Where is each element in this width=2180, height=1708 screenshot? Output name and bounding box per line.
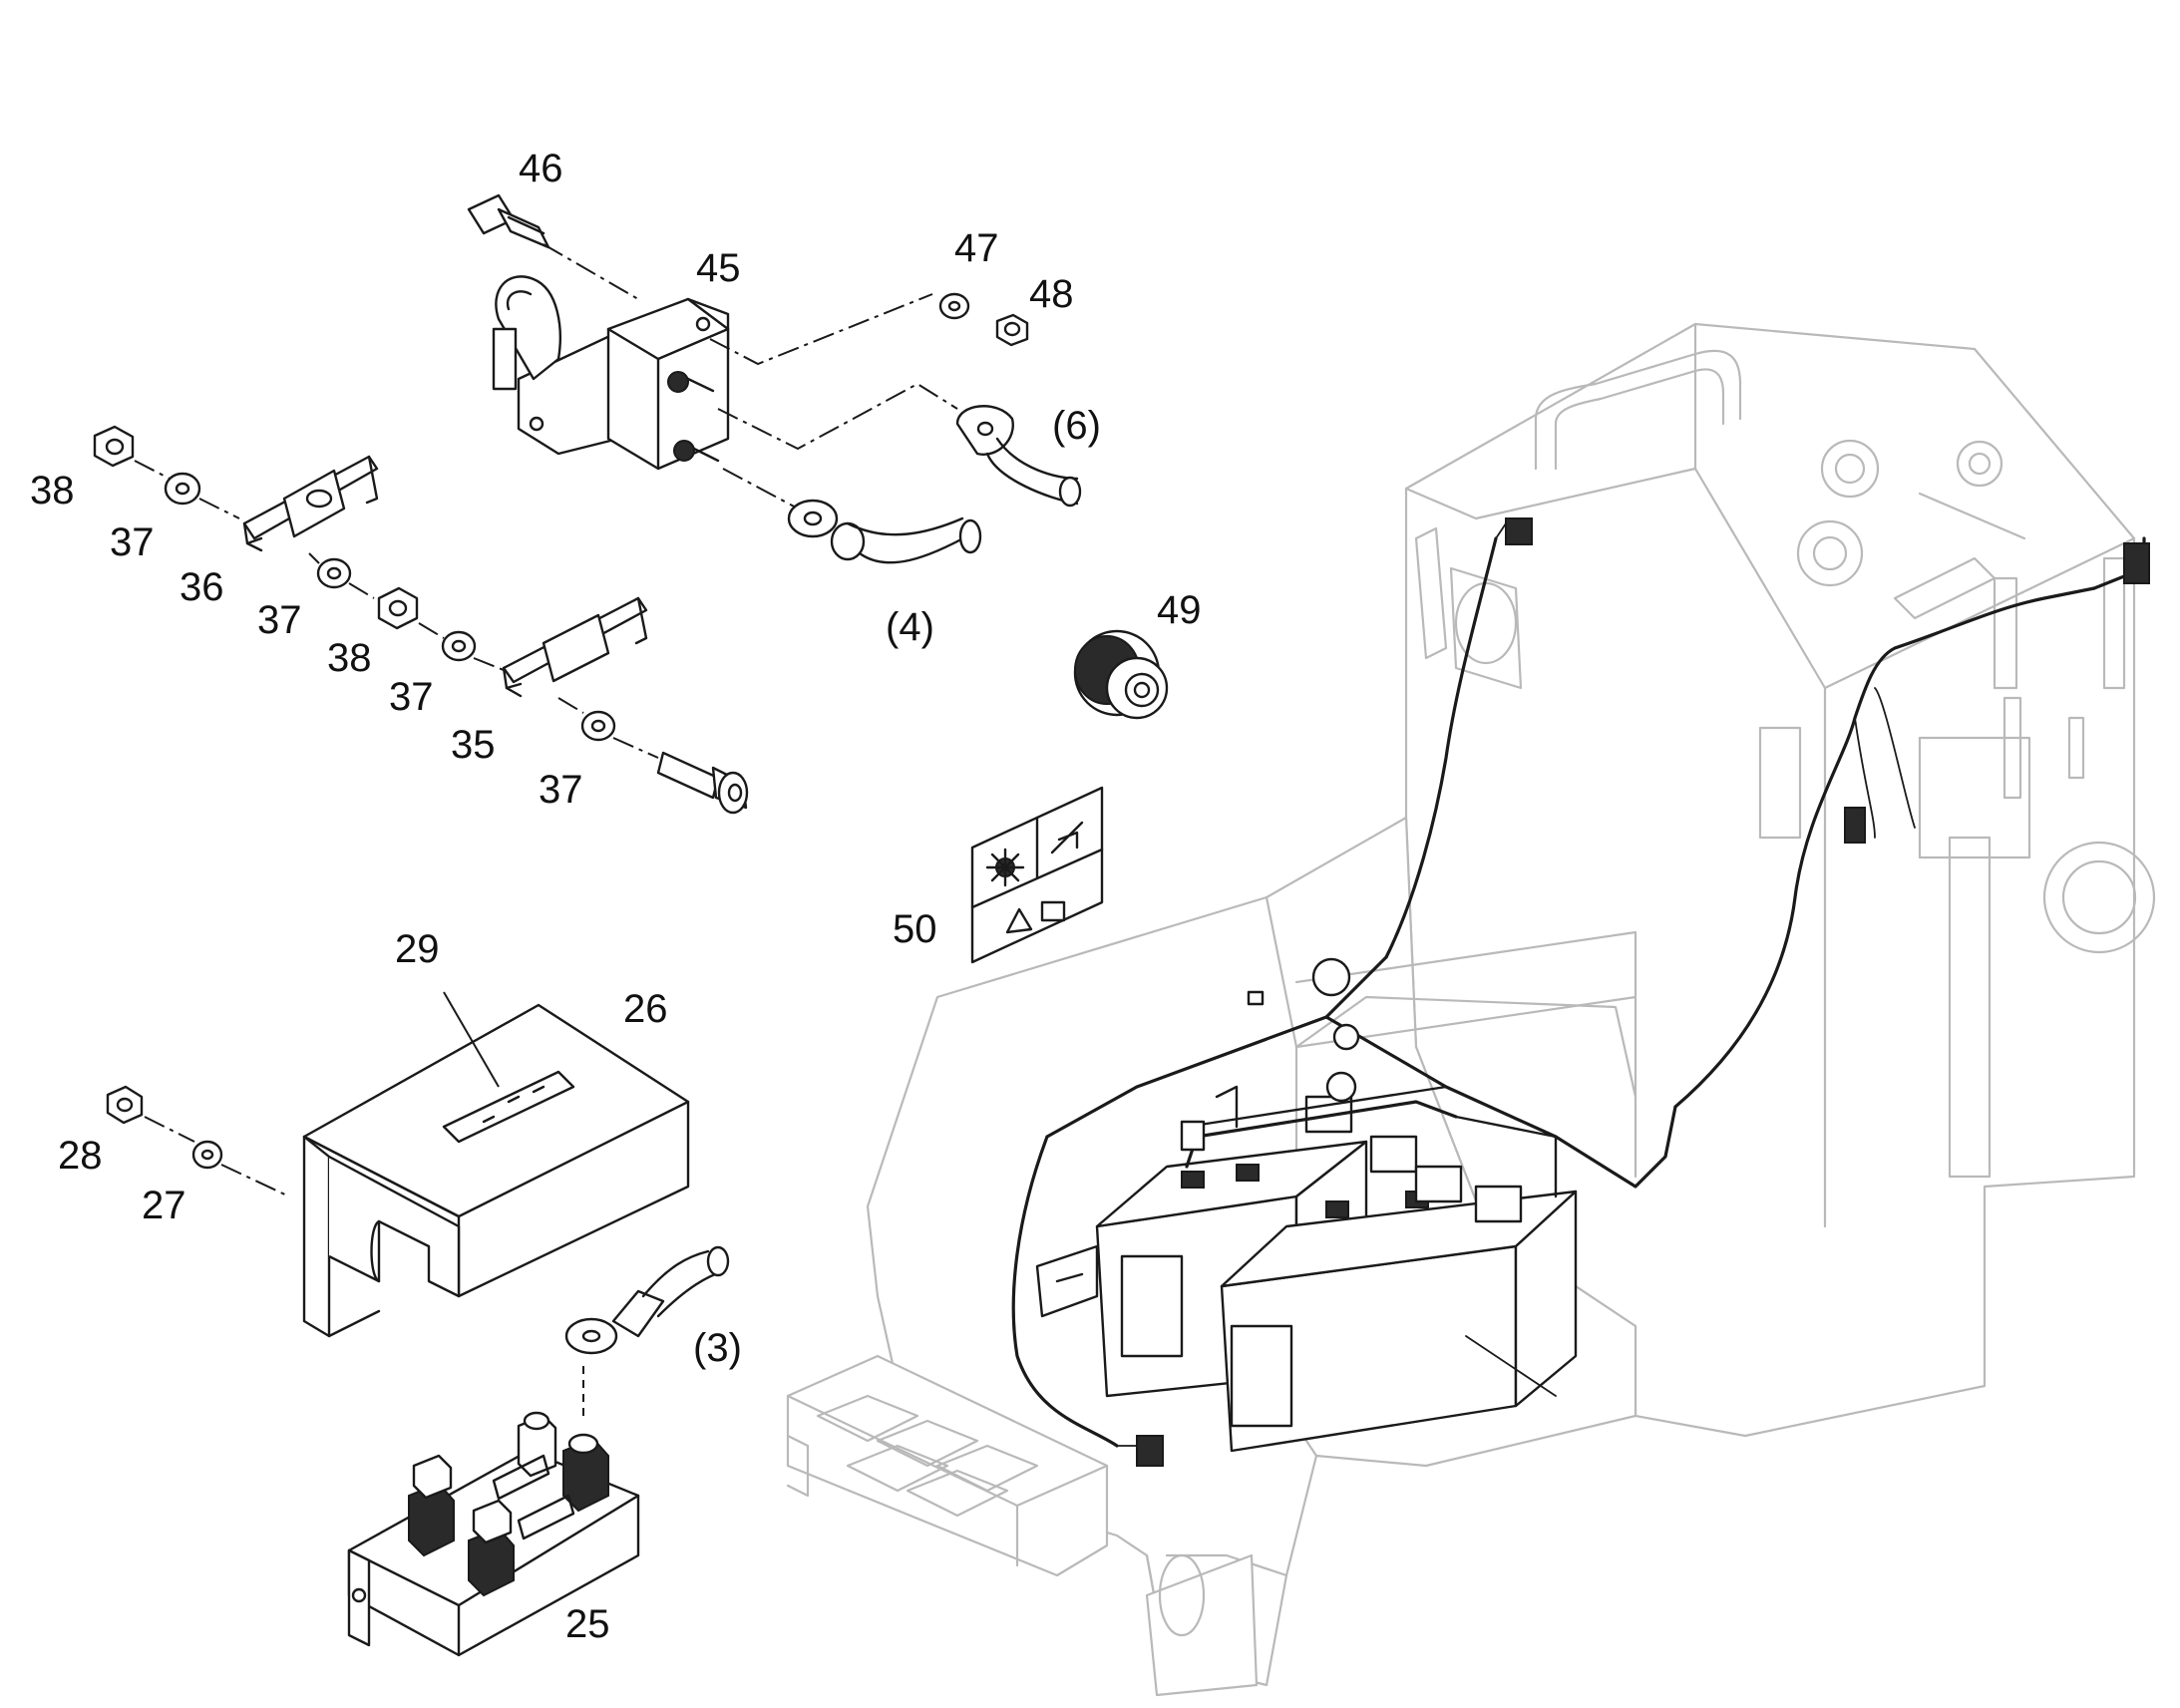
callout-50: 50 (893, 907, 937, 951)
nut-48-icon (995, 313, 1029, 347)
callout-3: (3) (693, 1326, 742, 1370)
callout-26: 26 (623, 987, 668, 1031)
fuse-36-icon (242, 455, 379, 552)
callout-37-mid: 37 (257, 598, 302, 642)
callout-47: 47 (954, 226, 999, 270)
callout-45: 45 (696, 246, 741, 290)
wiring-harness (1011, 517, 2150, 1467)
washer-37-bottom-icon (580, 710, 616, 742)
cable-3-icon (564, 1245, 730, 1355)
terminal-stud-icon (468, 1499, 515, 1597)
cable-6-icon (955, 405, 1082, 508)
cap-screw-icon (656, 751, 749, 815)
terminal-stud-icon (562, 1433, 609, 1513)
callout-38-lower: 38 (327, 636, 372, 680)
washer-37-upper-icon (164, 472, 201, 506)
callout-35: 35 (451, 723, 496, 767)
washer-27-icon (191, 1140, 223, 1170)
machine-frame-ghost (786, 322, 2156, 1697)
callout-6: (6) (1052, 404, 1101, 448)
washer-47-icon (938, 292, 970, 320)
terminal-stud-icon (408, 1454, 455, 1557)
callout-36: 36 (180, 565, 224, 609)
callout-38-upper: 38 (30, 469, 75, 512)
callout-46: 46 (519, 147, 563, 190)
callout-37-bottom: 37 (539, 768, 583, 812)
no-flame-icon (1050, 821, 1084, 854)
washer-37-lower-icon (441, 630, 477, 662)
callout-29: 29 (395, 927, 440, 971)
bolt-46-icon (467, 193, 550, 249)
terminal-stud-icon (517, 1411, 557, 1478)
callout-48: 48 (1029, 272, 1074, 316)
fuse-stack (93, 425, 749, 815)
fuse-35-icon (502, 596, 648, 698)
callout-37-lower: 37 (389, 675, 434, 719)
callout-28: 28 (58, 1134, 103, 1178)
callout-4: (4) (886, 605, 934, 649)
warning-label-50 (970, 786, 1104, 964)
callout-25: 25 (565, 1602, 610, 1646)
manual-icon (1040, 900, 1066, 922)
nut-28-icon (106, 1085, 144, 1125)
warning-triangle-icon (1005, 907, 1033, 934)
battery-switch-assembly (467, 193, 1029, 510)
washer-37-mid-icon (316, 557, 352, 589)
cable-4-icon (787, 499, 982, 564)
fuse-holder-25 (347, 1411, 640, 1657)
callout-37-upper: 37 (110, 520, 155, 564)
nut-38-upper-icon (93, 425, 135, 468)
battery-disconnect-switch-icon (492, 275, 730, 471)
callout-49: 49 (1157, 588, 1202, 632)
grommet-49-icon (1073, 629, 1169, 720)
nut-38-lower-icon (377, 586, 419, 630)
fuse-cover-26 (302, 1003, 690, 1338)
battery-pair (1035, 1085, 1578, 1453)
callout-27: 27 (142, 1184, 186, 1227)
